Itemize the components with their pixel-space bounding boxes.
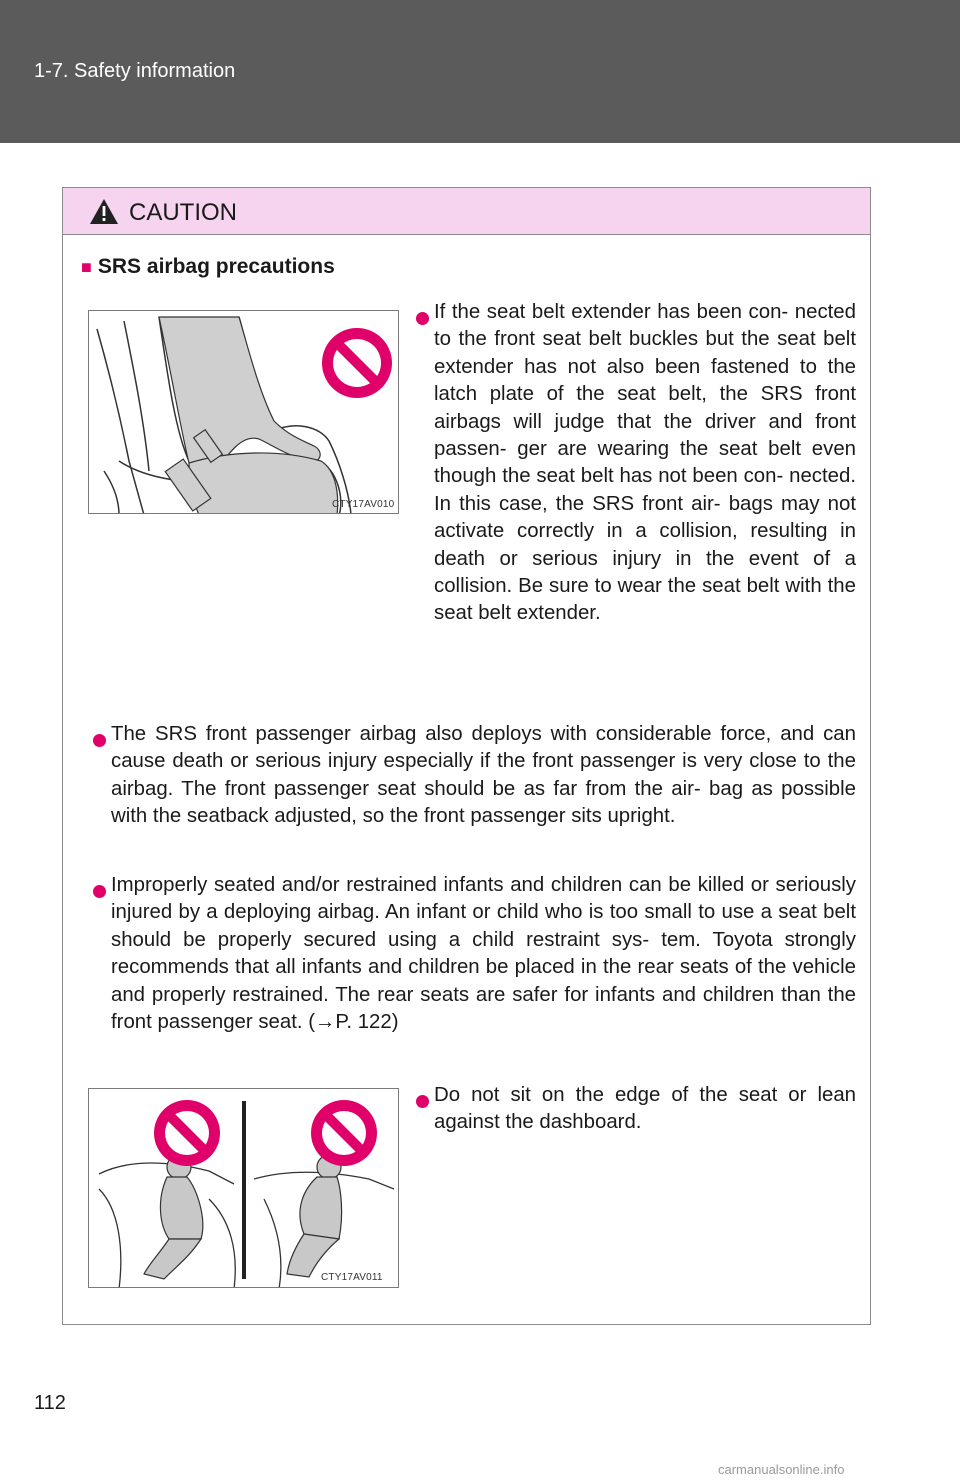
warning-triangle-icon bbox=[90, 199, 118, 224]
caution-header: CAUTION bbox=[63, 188, 870, 235]
bullet-dot bbox=[93, 734, 106, 747]
square-bullet-icon: ■ bbox=[81, 257, 92, 277]
dashboard-lean-illustration: CTY17AV011 bbox=[88, 1088, 399, 1288]
caution-box: CAUTION ■SRS airbag precautions bbox=[62, 187, 871, 1325]
bullet-dot bbox=[93, 885, 106, 898]
bullet-infants-children: Improperly seated and/or restrained infa… bbox=[111, 874, 856, 1034]
seated-person-illustration bbox=[96, 316, 392, 513]
caution-label: CAUTION bbox=[129, 199, 237, 226]
footer-watermark: carmanualsonline.info bbox=[718, 1462, 845, 1477]
bullet-dot bbox=[416, 312, 429, 325]
bullet-passenger-airbag: The SRS front passenger airbag also depl… bbox=[111, 723, 856, 828]
subheading-text: SRS airbag precautions bbox=[97, 255, 335, 278]
bullet-dashboard: Do not sit on the edge of the seat or le… bbox=[434, 1084, 856, 1134]
page-number: 112 bbox=[34, 1392, 66, 1414]
image-code: CTY17AV011 bbox=[321, 1272, 383, 1283]
bullet-dot bbox=[416, 1095, 429, 1108]
page-header: 1-7. Safety information bbox=[0, 0, 960, 143]
section-title: 1-7. Safety information bbox=[34, 60, 236, 82]
image-code: CTY17AV010 bbox=[332, 499, 395, 510]
seat-belt-extender-illustration: CTY17AV010 bbox=[88, 310, 399, 514]
leaning-person-illustration bbox=[98, 1100, 395, 1287]
subheading: ■SRS airbag precautions bbox=[81, 255, 335, 279]
bullet-seat-belt-extender: If the seat belt extender has been con- … bbox=[434, 301, 856, 625]
